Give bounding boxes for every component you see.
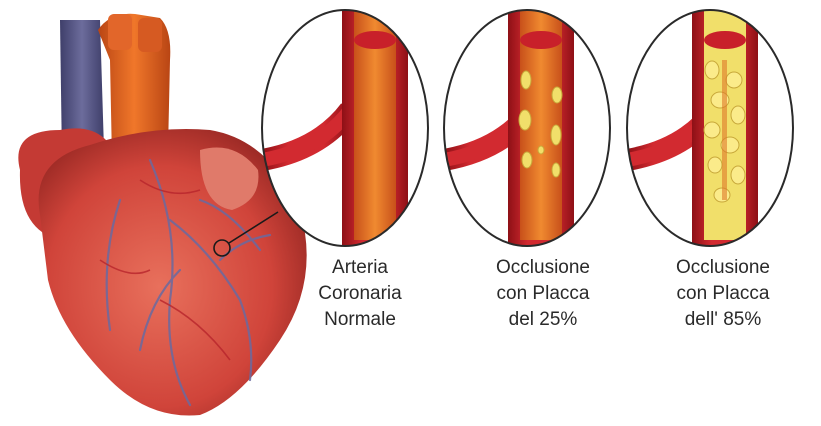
caption-line: Occlusione — [638, 255, 808, 281]
caption-line: dell' 85% — [638, 307, 808, 333]
caption-line: Normale — [275, 307, 445, 333]
caption-line: Occlusione — [458, 255, 628, 281]
heart-illustration — [18, 14, 306, 416]
caption-occlusion-25: Occlusione con Placca del 25% — [458, 255, 628, 333]
caption-line: con Placca — [458, 281, 628, 307]
artery-panel-85 — [627, 0, 793, 260]
artery-panel-25 — [444, 0, 610, 260]
caption-line: del 25% — [458, 307, 628, 333]
caption-line: Arteria — [275, 255, 445, 281]
caption-normal: Arteria Coronaria Normale — [275, 255, 445, 333]
caption-occlusion-85: Occlusione con Placca dell' 85% — [638, 255, 808, 333]
caption-line: Coronaria — [275, 281, 445, 307]
caption-line: con Placca — [638, 281, 808, 307]
